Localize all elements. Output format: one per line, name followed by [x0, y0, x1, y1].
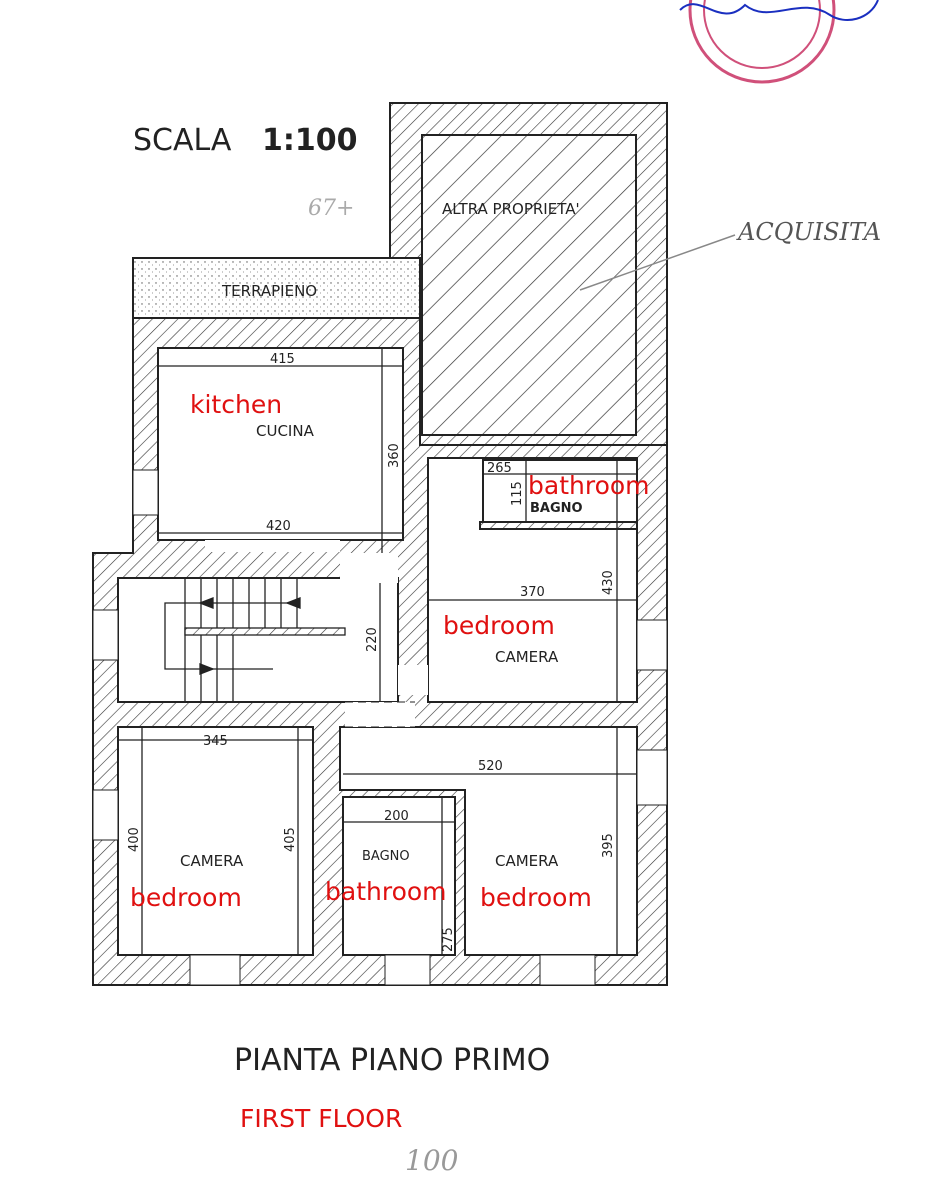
bed-right-bottom-label: CAMERA — [495, 852, 559, 870]
stamp — [679, 0, 879, 84]
dim-bed-right-top-depth: 430 — [601, 570, 616, 595]
dimension-lines — [118, 348, 637, 955]
dim-bed-left-depth-right: 405 — [283, 827, 298, 852]
bed-left-label: CAMERA — [180, 852, 244, 870]
dim-stair-depth: 220 — [365, 627, 380, 652]
scale-value: 1:100 — [262, 123, 358, 158]
pencil-note: 67+ — [308, 196, 354, 221]
bedroom-right-bottom — [339, 726, 638, 956]
bathroom-top — [482, 459, 638, 523]
kitchen-room — [157, 347, 404, 541]
bath-top-translation: bathroom — [528, 471, 650, 500]
dim-bath-bottom-width: 200 — [384, 809, 409, 824]
annotation-arrow — [579, 234, 736, 291]
bed-right-top-label: CAMERA — [495, 648, 559, 666]
dim-bed-right-bottom-width: 520 — [478, 759, 503, 774]
dim-bed-right-bottom-depth: 395 — [601, 833, 616, 858]
windows — [92, 469, 668, 986]
altra-proprieta-label: ALTRA PROPRIETA' — [442, 200, 580, 218]
dim-kitchen-depth: 360 — [387, 443, 402, 468]
dim-bath-bottom-depth: 275 — [441, 927, 456, 952]
dim-bath-top-depth: 115 — [510, 481, 525, 506]
page-note: 100 — [405, 1144, 458, 1177]
plan-title: PIANTA PIANO PRIMO — [234, 1043, 550, 1078]
dim-bed-left-depth-left: 400 — [127, 827, 142, 852]
bathroom-bottom — [342, 796, 456, 956]
scale-prefix: SCALA — [133, 123, 232, 158]
bed-left-translation: bedroom — [130, 883, 242, 912]
bed-right-bottom-translation: bedroom — [480, 883, 592, 912]
dim-bath-top-width: 265 — [487, 461, 512, 476]
terrapieno-area — [132, 257, 421, 319]
bath-bottom-label: BAGNO — [362, 849, 410, 864]
bed-right-top-translation: bedroom — [443, 611, 555, 640]
kitchen-translation: kitchen — [190, 390, 282, 419]
kitchen-label: CUCINA — [256, 422, 315, 440]
dim-kitchen-width: 415 — [270, 352, 295, 367]
terrapieno-label: TERRAPIENO — [221, 282, 317, 300]
other-property-area — [421, 134, 637, 436]
stair-hall — [117, 577, 399, 703]
bedroom-left — [117, 726, 314, 956]
bath-top-label: BAGNO — [530, 501, 583, 516]
bath-bottom-translation: bathroom — [325, 877, 447, 906]
staircase — [164, 578, 346, 702]
dim-bed-right-top-width: 370 — [520, 585, 545, 600]
dim-kitchen-width-bottom: 420 — [266, 519, 291, 534]
plan-title-translation: FIRST FLOOR — [240, 1104, 402, 1133]
dim-bed-left-width: 345 — [203, 734, 228, 749]
acquisita-note: ACQUISITA — [736, 218, 881, 246]
